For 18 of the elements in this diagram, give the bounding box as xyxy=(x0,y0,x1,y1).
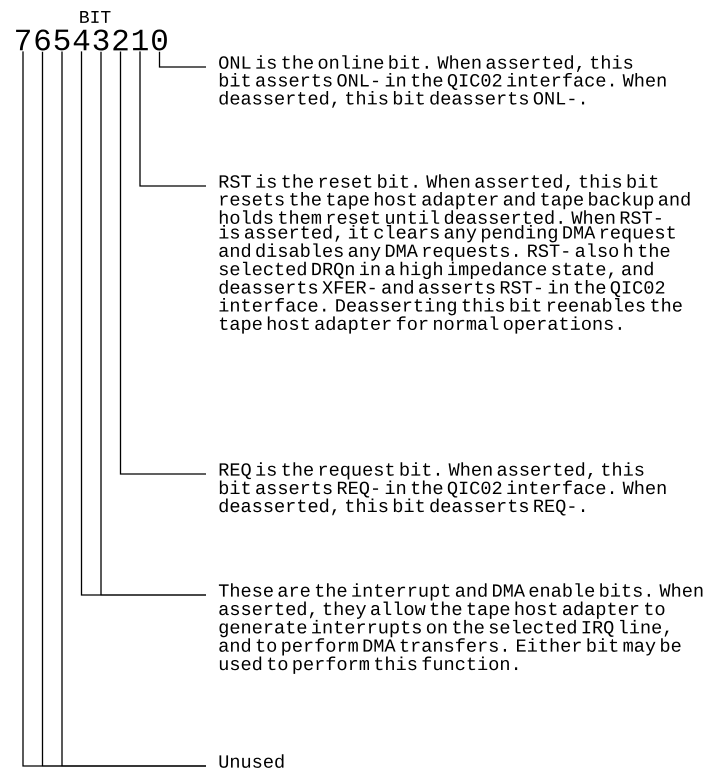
leader-line xyxy=(139,51,206,187)
bit-number: 7 xyxy=(16,30,30,50)
bit-description: RST is the reset bit. When asserted, this bit resets the tape host adapter and tape backup and holds them reset until deasserted. When RST- is asserted, it clears any pending DMA request and disables any DMA requests. RST- also h the selected DRQn in a high impedance state, and deasserts XFER- and asserts RST- in the QIC02 interface. Deasserting this bit reenables the tape host adapter for normal operations. xyxy=(219,174,690,334)
bit-number: 3 xyxy=(94,29,108,50)
leader-line xyxy=(80,51,206,596)
bit-number: 0 xyxy=(152,29,167,50)
bit-number: 6 xyxy=(36,29,50,50)
leader-line xyxy=(120,52,206,475)
leader-line xyxy=(158,52,206,68)
bit-description: REQ is the request bit. When asserted, this bit asserts REQ- in the QIC02 interface. When deasserted, this bit deasserts REQ-. xyxy=(219,462,666,516)
bit-number: 5 xyxy=(54,30,70,50)
bit-number: 4 xyxy=(74,30,90,50)
bit-heading: BIT xyxy=(80,11,111,23)
bit-description: ONL is the online bit. When asserted, this bit asserts ONL- in the QIC02 interface. When deasserted, this bit deasserts ONL-. xyxy=(219,55,666,108)
bit-number: 1 xyxy=(132,30,148,50)
bit-description: Unused xyxy=(220,754,284,768)
bit-number: 2 xyxy=(113,30,128,50)
bit-description: These are the interrupt and DMA enable bits. When asserted, they allow the tape host adapter to generate interrupts on the selected IRQ line, and to perform DMA transfers. Either bit may be used to perform this function. xyxy=(218,583,702,674)
